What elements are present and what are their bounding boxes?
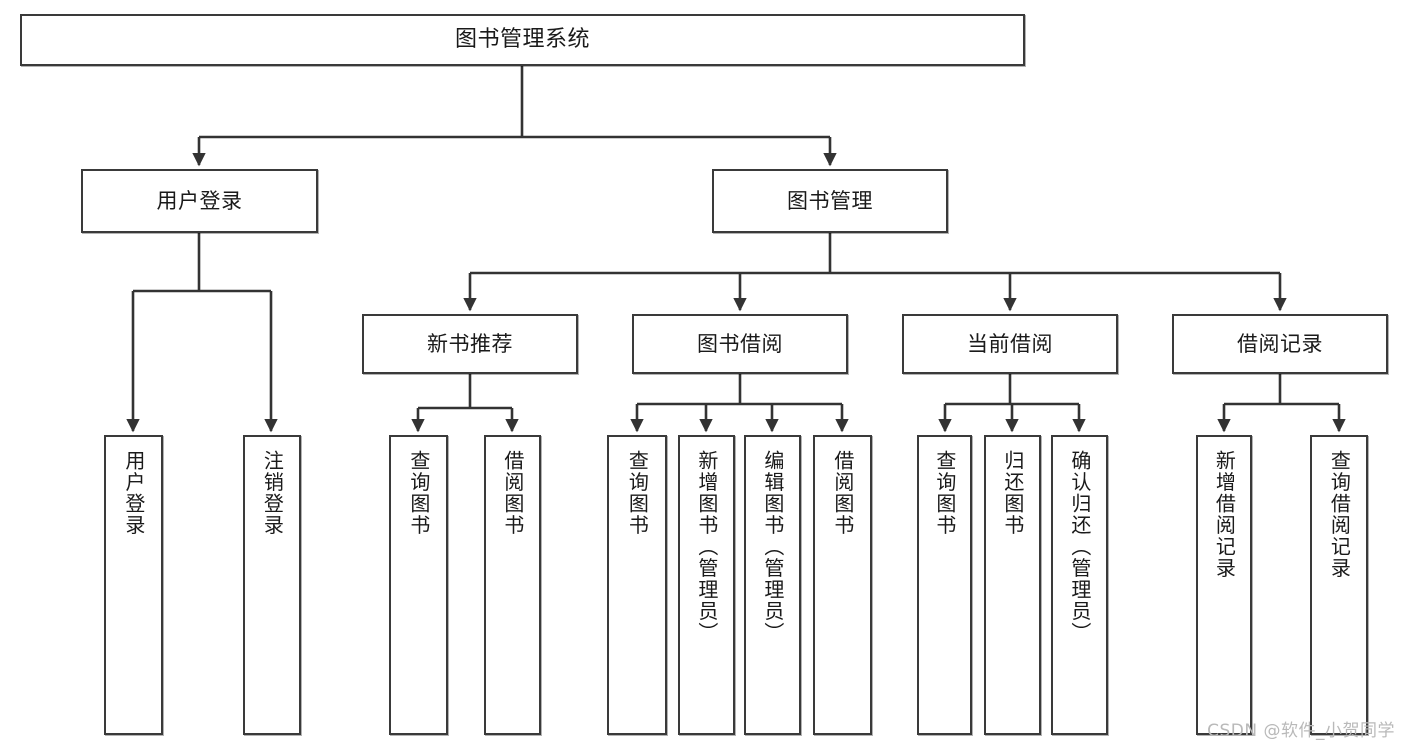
node-label: 新增图书（管理员）	[694, 450, 719, 644]
leaf-new-book-borrow[interactable]: 借阅图书	[484, 435, 541, 735]
leaf-borrow-record-query[interactable]: 查询借阅记录	[1310, 435, 1368, 735]
leaf-current-borrow-confirm[interactable]: 确认归还（管理员）	[1051, 435, 1108, 735]
node-label: 新书推荐	[427, 331, 513, 356]
node-current-borrow[interactable]: 当前借阅	[902, 314, 1118, 374]
node-borrow-record[interactable]: 借阅记录	[1172, 314, 1388, 374]
node-label: 新增借阅记录	[1212, 450, 1237, 579]
node-label: 编辑图书（管理员）	[760, 450, 785, 644]
leaf-new-book-query[interactable]: 查询图书	[389, 435, 448, 735]
node-label: 借阅记录	[1237, 331, 1323, 356]
node-label: 注销登录	[260, 450, 285, 536]
node-label: 确认归还（管理员）	[1067, 450, 1092, 644]
leaf-book-borrow-query[interactable]: 查询图书	[607, 435, 667, 735]
leaf-book-borrow-edit[interactable]: 编辑图书（管理员）	[744, 435, 801, 735]
node-label: 借阅图书	[500, 450, 525, 536]
leaf-book-borrow-add[interactable]: 新增图书（管理员）	[678, 435, 735, 735]
leaf-user-login-logout[interactable]: 注销登录	[243, 435, 301, 735]
node-label: 查询图书	[932, 450, 957, 536]
node-book-management-system[interactable]: 图书管理系统	[20, 14, 1025, 66]
node-label: 图书管理系统	[454, 27, 590, 53]
node-label: 当前借阅	[967, 331, 1053, 356]
node-label: 用户登录	[121, 450, 146, 536]
node-label: 用户登录	[156, 188, 243, 213]
node-label: 图书管理	[787, 188, 873, 213]
node-label: 查询图书	[406, 450, 431, 536]
node-user-login[interactable]: 用户登录	[81, 169, 318, 233]
leaf-user-login-login[interactable]: 用户登录	[104, 435, 163, 735]
node-label: 归还图书	[1000, 450, 1025, 536]
node-label: 图书借阅	[697, 331, 783, 356]
node-book-management[interactable]: 图书管理	[712, 169, 948, 233]
node-label: 借阅图书	[830, 450, 855, 536]
node-book-borrow[interactable]: 图书借阅	[632, 314, 848, 374]
node-label: 查询借阅记录	[1327, 450, 1352, 579]
node-new-book-recommend[interactable]: 新书推荐	[362, 314, 578, 374]
csdn-watermark: CSDN @软件_小贺同学	[1207, 721, 1395, 741]
leaf-borrow-record-add[interactable]: 新增借阅记录	[1196, 435, 1252, 735]
leaf-book-borrow-borrow[interactable]: 借阅图书	[813, 435, 872, 735]
leaf-current-borrow-return[interactable]: 归还图书	[984, 435, 1041, 735]
node-label: 查询图书	[625, 450, 650, 536]
leaf-current-borrow-query[interactable]: 查询图书	[917, 435, 972, 735]
